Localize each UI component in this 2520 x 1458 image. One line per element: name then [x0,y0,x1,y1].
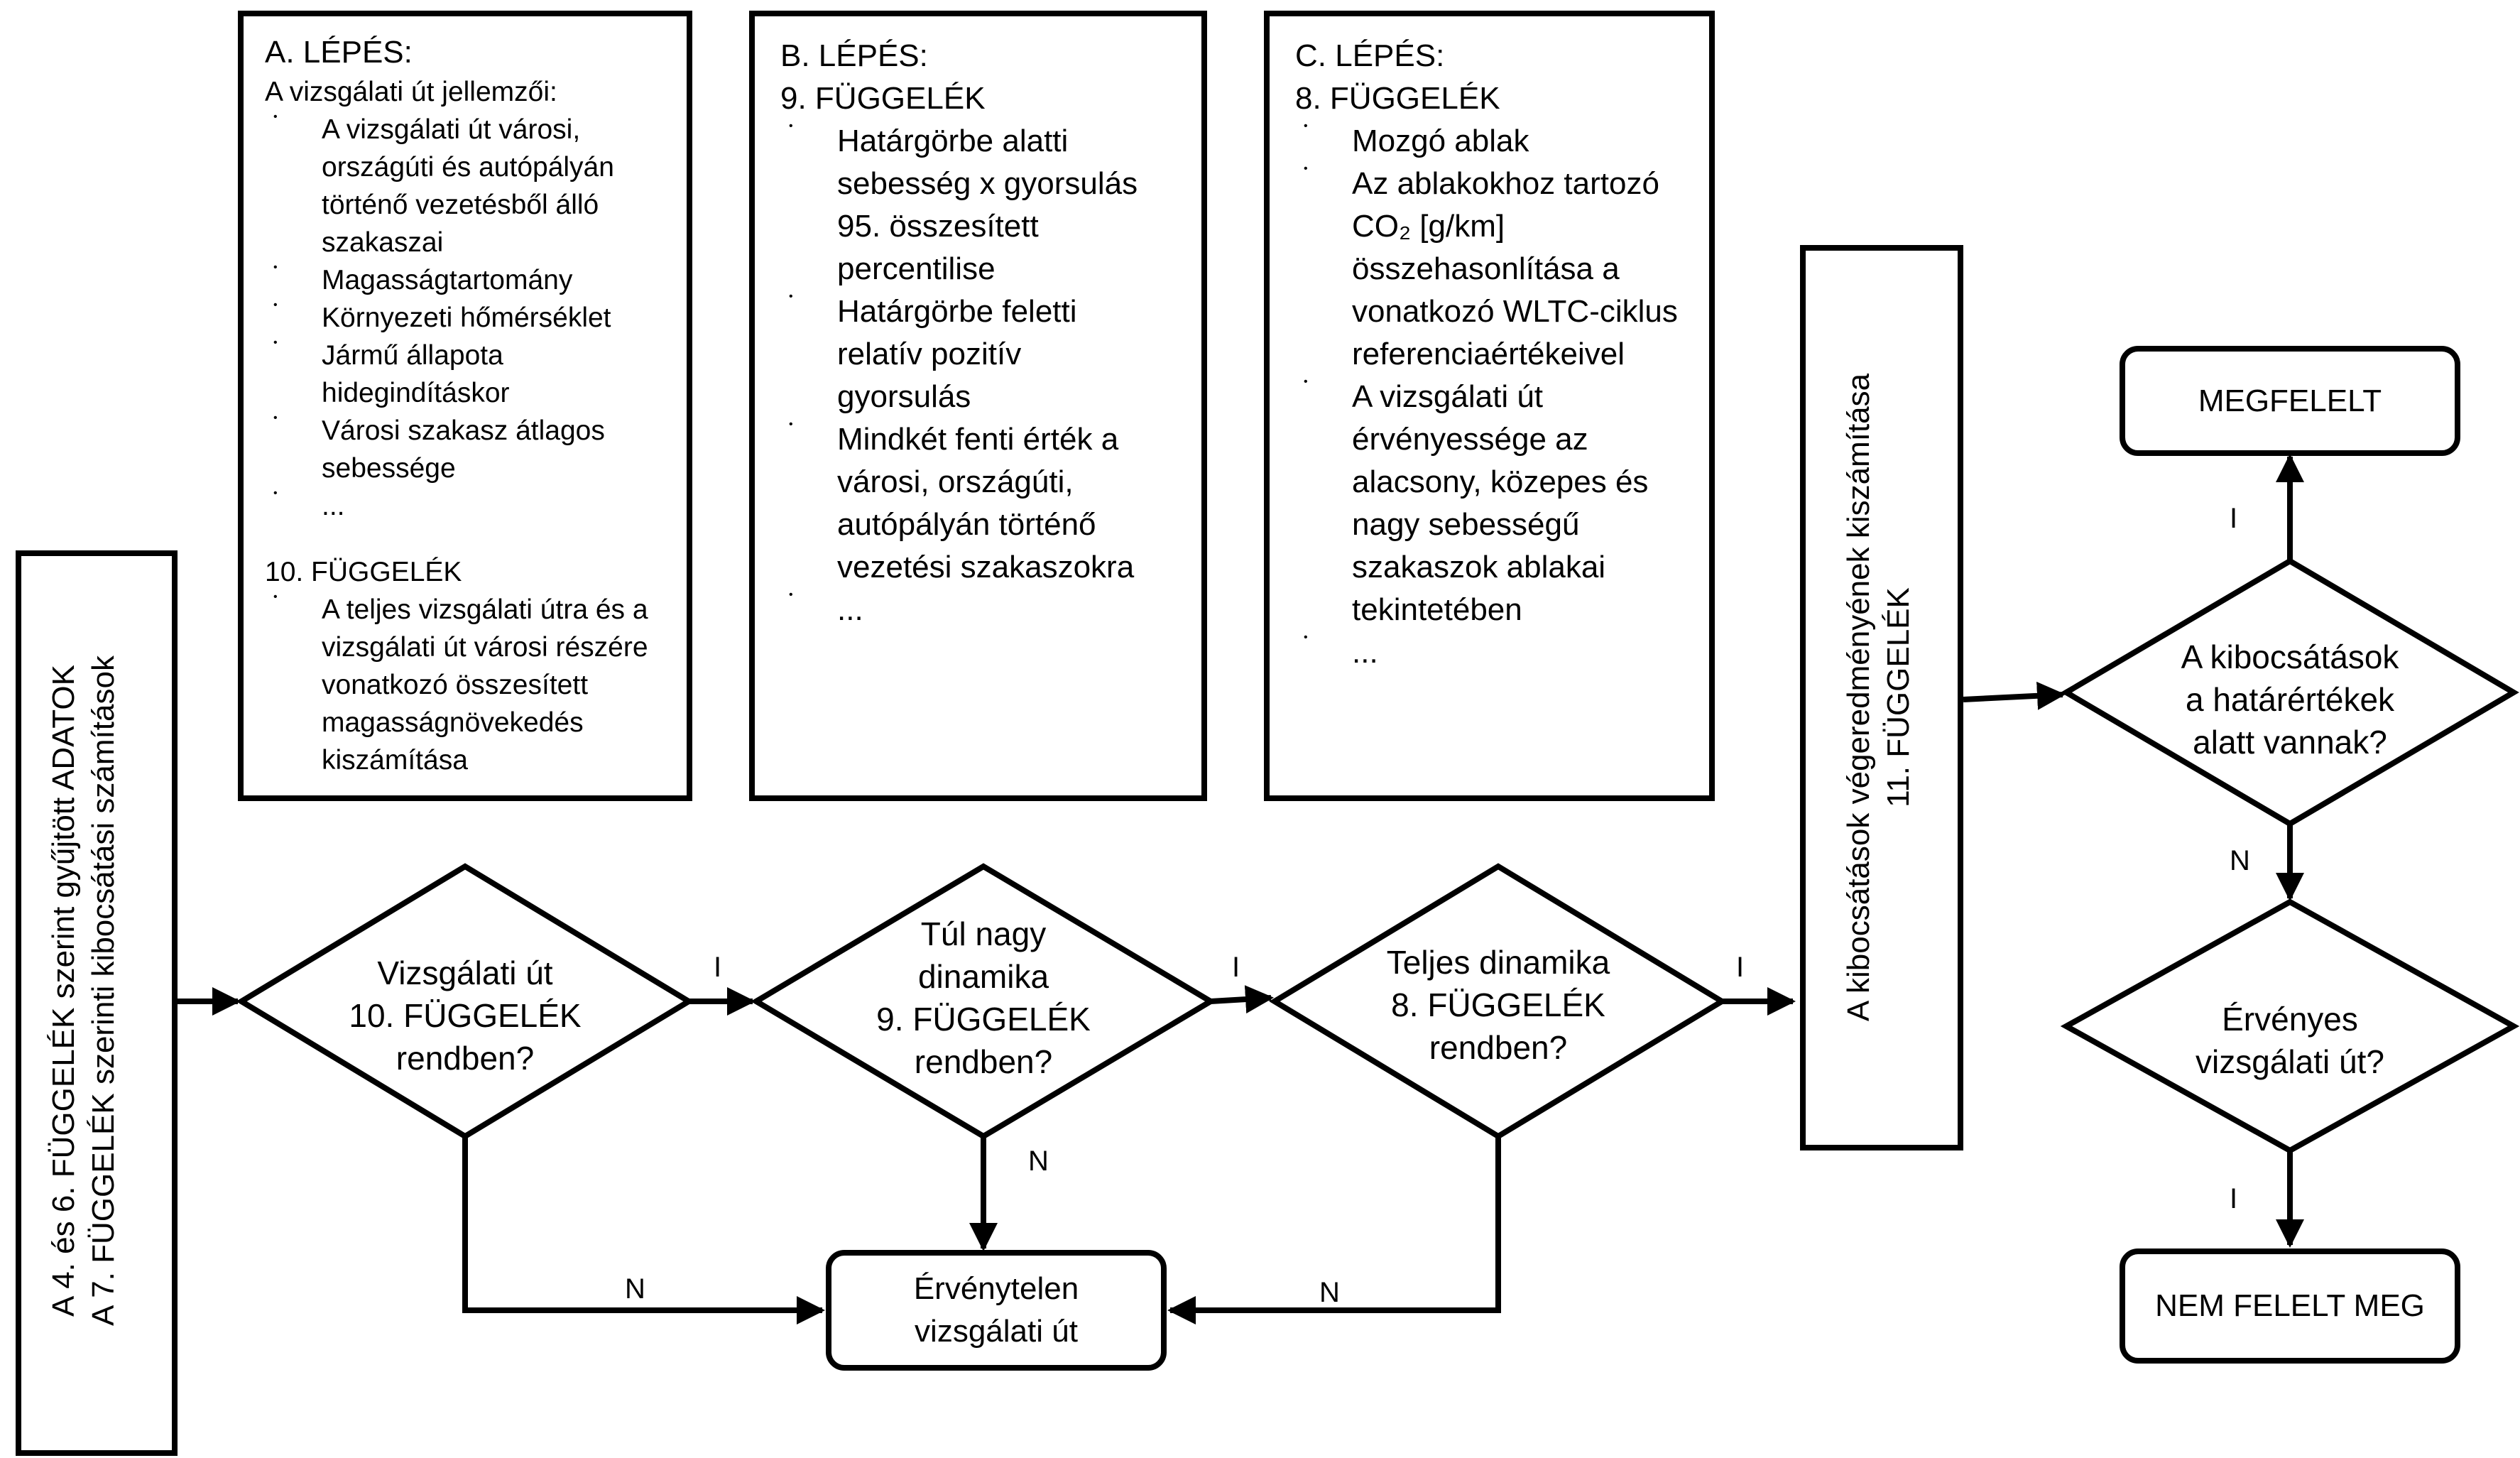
fail-label: NEM FELELT MEG [2155,1288,2425,1323]
invalid-route-line-2: vizsgálati út [915,1314,1078,1349]
no-label-d3: N [1319,1277,1340,1308]
step-a-item: A vizsgálati út városi,országúti és autó… [265,111,665,261]
step-a-item: Magasságtartomány [265,261,665,299]
step-b-annex: 9. FÜGGELÉK [780,81,986,116]
step-a-item: Környezeti hőmérséklet [265,299,665,337]
step-c-annex: 8. FÜGGELÉK [1295,81,1500,116]
yes-label-d5: I [2230,1183,2238,1214]
pass-box: MEGFELELT [2120,346,2460,456]
step-a-title: A. LÉPÉS: [265,35,413,70]
step-c-item: Mozgó ablak [1295,120,1684,163]
step-b-box: B. LÉPÉS: 9. FÜGGELÉK Határgörbe alattis… [749,11,1207,801]
pass-label: MEGFELELT [2198,383,2382,418]
step-a-annex-list: A teljes vizsgálati útra és avizsgálati … [265,591,665,779]
step-a-box: A. LÉPÉS: A vizsgálati út jellemzői: A v… [238,11,692,801]
final-calculation-line-2: 11. FÜGGELÉK [1881,587,1916,807]
decision-diamond-emissions [2061,557,2519,827]
fail-box: NEM FELELT MEG [2120,1248,2460,1364]
arrow-d2-to-d3 [1210,985,1274,1014]
final-calculation-text: A kibocsátások végeredményének kiszámítá… [1839,271,1924,1124]
yes-label-d1: I [714,952,722,983]
final-calculation-box [1800,245,1963,1150]
invalid-route-box: Érvénytelen vizsgálati út [826,1250,1167,1371]
step-b-item: ... [780,589,1176,631]
step-a-annex-item: A teljes vizsgálati útra és avizsgálati … [265,591,665,779]
no-label-d2: N [1028,1146,1049,1177]
yes-label-d2: I [1232,952,1240,983]
step-a-list: A vizsgálati út városi,országúti és autó… [265,111,665,525]
step-a-annex-title: 10. FÜGGELÉK [265,557,462,587]
no-label-d4: N [2230,845,2250,876]
data-collection-box [16,550,178,1456]
step-a-subtitle: A vizsgálati út jellemzői: [265,77,557,107]
step-c-item: ... [1295,631,1684,674]
arrow-d1-to-invalid [462,1136,825,1324]
data-collection-line-1: A 4. és 6. FÜGGELÉK szerint gyűjtött ADA… [46,665,81,1317]
yes-label-d3: I [1736,952,1745,983]
decision-diamond-valid-route [2060,898,2520,1154]
data-collection-text: A 4. és 6. FÜGGELÉK szerint gyűjtött ADA… [44,565,129,1417]
step-b-title: B. LÉPÉS: [780,38,928,73]
arrow-d3-to-invalid [1167,1136,1501,1324]
arrow-calc-to-d4 [1963,681,2066,710]
yes-label-d4: I [2230,503,2238,534]
invalid-route-line-1: Érvénytelen [913,1271,1079,1306]
no-label-d1: N [625,1273,645,1305]
data-collection-line-2: A 7. FÜGGELÉK szerinti kibocsátási számí… [86,655,121,1326]
step-c-title: C. LÉPÉS: [1295,38,1445,73]
step-a-item: ... [265,487,665,525]
step-c-box: C. LÉPÉS: 8. FÜGGELÉK Mozgó ablak Az abl… [1264,11,1715,801]
final-calculation-line-1: A kibocsátások végeredményének kiszámítá… [1841,373,1876,1022]
